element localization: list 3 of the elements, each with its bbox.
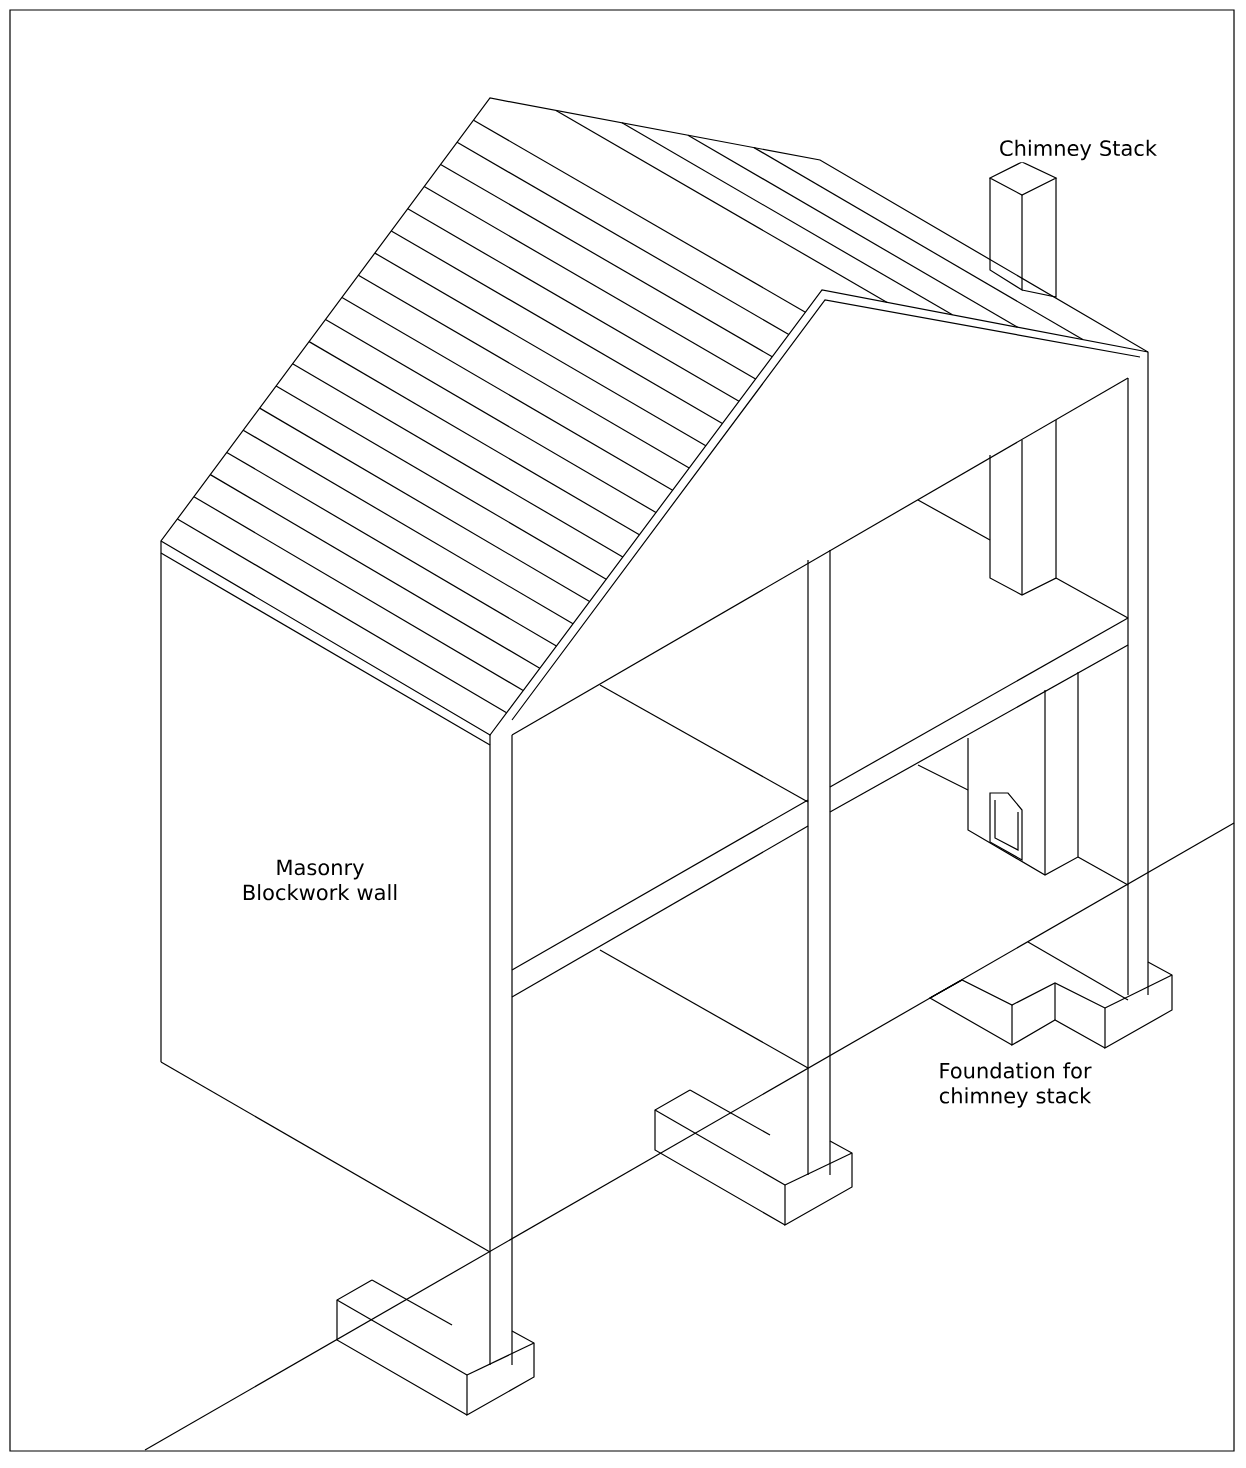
part-label: Chimney Stack (996, 137, 1160, 163)
part-label: Masonry Blockwork wall (238, 857, 402, 903)
part-label: Foundation for chimney stack (933, 1060, 1097, 1110)
